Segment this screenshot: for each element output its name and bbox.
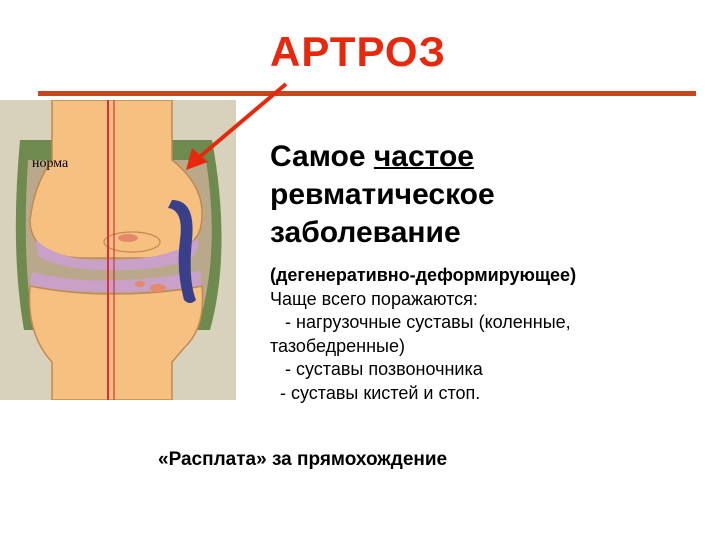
headline-underlined: частое	[373, 140, 474, 173]
headline-line2: ревматическое	[270, 178, 495, 211]
bone-fragment	[135, 281, 145, 287]
knee-joint-illustration	[0, 100, 236, 400]
bone-fragment	[150, 284, 166, 292]
bone-fragment	[103, 231, 161, 253]
headline-line3: заболевание	[270, 216, 461, 249]
lead-text: Чаще всего поражаются:	[270, 288, 478, 309]
list-item: тазобедренные)	[270, 335, 405, 356]
tibia-bone	[28, 285, 204, 400]
list-item: - суставы позвоночника	[270, 359, 483, 379]
synovium	[168, 200, 196, 303]
norma-label: норма	[32, 156, 69, 171]
headline: Самое частое ревматическое заболевание	[270, 138, 600, 252]
list-item: - суставы кистей и стоп.	[270, 382, 481, 403]
title-divider	[38, 91, 696, 96]
disease-type: (дегенеративно-деформирующее)	[270, 265, 577, 285]
headline-part1: Самое	[270, 140, 374, 173]
footer-caption: «Расплата» за прямохождение	[158, 449, 448, 470]
details-block: (дегенеративно-деформирующее) Чаще всего…	[270, 264, 710, 405]
list-item: - нагрузочные суставы (коленные,	[270, 312, 571, 332]
slide-title: АРТРОЗ	[270, 28, 446, 75]
bone-fragment	[118, 234, 138, 242]
upper-cartilage	[36, 238, 199, 271]
